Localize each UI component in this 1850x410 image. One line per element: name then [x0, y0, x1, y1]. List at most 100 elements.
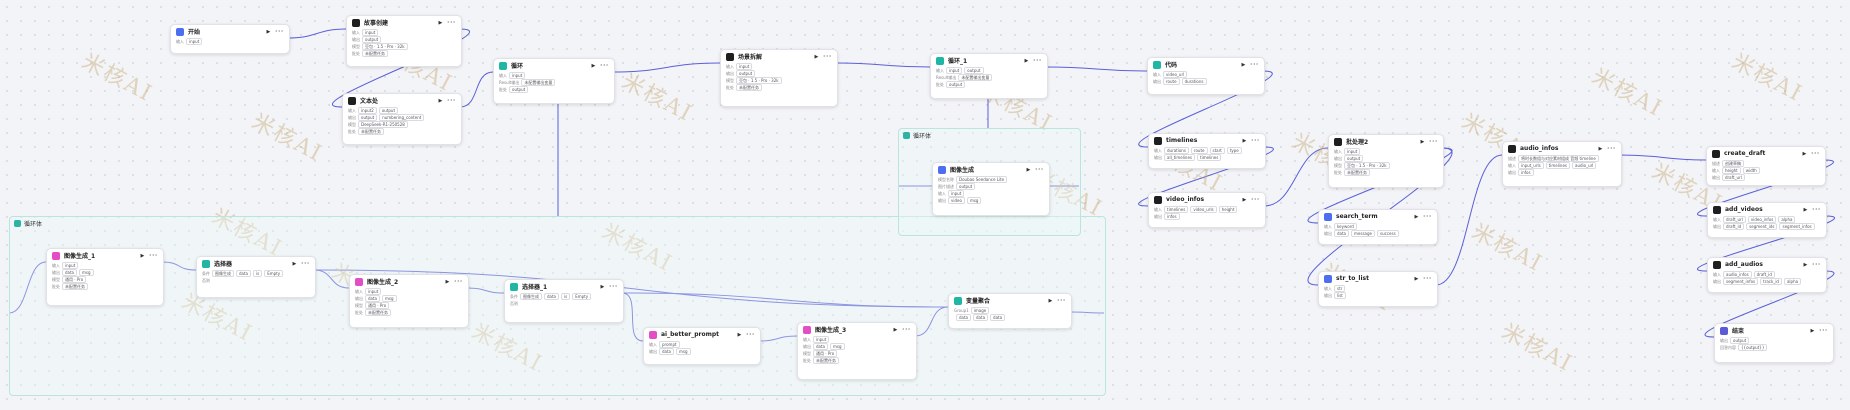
more-icon[interactable]: ···: [1250, 61, 1259, 68]
row-tag: segment_infos: [1779, 223, 1815, 230]
node-row: Result输出未配置输出变量: [499, 79, 609, 86]
more-icon[interactable]: ···: [447, 19, 456, 26]
row-label: 输出: [1713, 278, 1721, 284]
more-icon[interactable]: ···: [1812, 261, 1821, 268]
run-icon[interactable]: ▶: [737, 331, 743, 338]
more-icon[interactable]: ···: [1251, 196, 1260, 203]
more-icon[interactable]: ···: [1819, 327, 1828, 334]
more-icon[interactable]: ···: [301, 260, 310, 267]
row-tag: durations: [1181, 78, 1207, 85]
row-tag: input: [813, 336, 830, 343]
row-label: 图片描述: [938, 183, 954, 189]
run-icon[interactable]: ▶: [445, 278, 451, 285]
run-icon[interactable]: ▶: [1420, 138, 1426, 145]
run-icon[interactable]: ▶: [1803, 206, 1809, 213]
more-icon[interactable]: ···: [1607, 145, 1616, 152]
more-icon[interactable]: ···: [1812, 206, 1821, 213]
run-icon[interactable]: ▶: [814, 53, 820, 60]
row-tag: success: [1377, 230, 1399, 237]
more-icon[interactable]: ···: [609, 283, 618, 290]
node-header: 选择器▶···: [197, 257, 315, 270]
more-icon[interactable]: ···: [1423, 275, 1432, 282]
more-icon[interactable]: ···: [1251, 137, 1260, 144]
run-icon[interactable]: ▶: [1048, 297, 1054, 304]
more-icon[interactable]: ···: [1033, 57, 1042, 64]
more-icon[interactable]: ···: [275, 28, 284, 35]
node-title: audio_infos: [1520, 145, 1559, 152]
row-label: 输入: [1154, 147, 1162, 153]
run-icon[interactable]: ▶: [1024, 57, 1030, 64]
run-icon[interactable]: ▶: [1242, 196, 1248, 203]
more-icon[interactable]: ···: [1811, 150, 1820, 157]
run-icon[interactable]: ▶: [1026, 166, 1032, 173]
run-icon[interactable]: ▶: [140, 252, 146, 259]
row-tag: Doubao Seedance Lite: [956, 176, 1008, 183]
row-tag: keyword: [1334, 223, 1357, 230]
more-icon[interactable]: ···: [447, 97, 456, 104]
row-label: 模型: [803, 350, 811, 356]
row-label: 输入: [936, 67, 944, 73]
row-tag: 图像生成: [520, 293, 542, 300]
node-audio_infos[interactable]: audio_infos▶···描述将时长数组与对应素材组成 音频 timelin…: [1502, 141, 1622, 187]
more-icon[interactable]: ···: [1057, 297, 1066, 304]
run-icon[interactable]: ▶: [893, 326, 899, 333]
run-icon[interactable]: ▶: [591, 62, 597, 69]
run-icon[interactable]: ▶: [1414, 275, 1420, 282]
run-icon[interactable]: ▶: [438, 19, 444, 26]
row-tag: 未配置任务: [62, 283, 88, 290]
run-icon[interactable]: ▶: [1242, 137, 1248, 144]
run-icon[interactable]: ▶: [1803, 261, 1809, 268]
run-icon[interactable]: ▶: [600, 283, 606, 290]
node-header: 变量聚合▶···: [949, 294, 1071, 307]
more-icon[interactable]: ···: [600, 62, 609, 69]
more-icon[interactable]: ···: [149, 252, 158, 259]
run-icon[interactable]: ▶: [438, 97, 444, 104]
row-label: 输出: [726, 70, 734, 76]
run-icon[interactable]: ▶: [1414, 213, 1420, 220]
loop-container[interactable]: 循环体: [898, 128, 1081, 236]
more-icon[interactable]: ···: [823, 53, 832, 60]
row-tag: 豆包 · 1.5 · Pro · 32k: [362, 43, 408, 50]
more-icon[interactable]: ···: [1035, 166, 1044, 173]
more-icon[interactable]: ···: [1429, 138, 1438, 145]
more-icon[interactable]: ···: [1423, 213, 1432, 220]
run-icon[interactable]: ▶: [292, 260, 298, 267]
run-icon[interactable]: ▶: [1241, 61, 1247, 68]
row-tag: 豆包 · 1.5 · Pro · 32k: [1344, 162, 1390, 169]
run-icon[interactable]: ▶: [266, 28, 272, 35]
more-icon[interactable]: ···: [902, 326, 911, 333]
run-icon[interactable]: ▶: [1810, 327, 1816, 334]
run-icon[interactable]: ▶: [1598, 145, 1604, 152]
run-icon[interactable]: ▶: [1802, 150, 1808, 157]
more-icon[interactable]: ···: [454, 278, 463, 285]
more-icon[interactable]: ···: [746, 331, 755, 338]
